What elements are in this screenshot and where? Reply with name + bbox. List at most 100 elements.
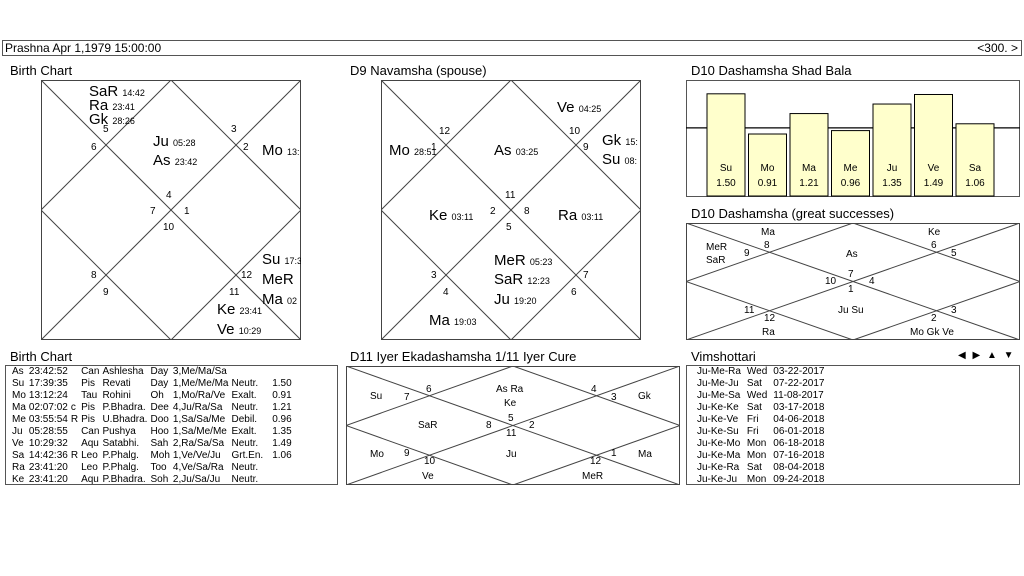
- dasha-cell: Ju-Ke-Ma: [697, 450, 741, 461]
- position-cell: Mo: [12, 390, 26, 401]
- position-cell: 1,Ve/Ve/Ju: [172, 450, 221, 461]
- birth-chart-diagram[interactable]: 5 3 6 2 4 7 1 10 8 12 9 11 SaR 14:42 Ra …: [41, 80, 301, 340]
- position-cell: Dee: [150, 402, 169, 413]
- d10-sign-h12: 8: [764, 240, 770, 251]
- birth-planet-ra: Ra: [89, 97, 109, 114]
- svg-text:Ma 19:03: Ma 19:03: [429, 312, 477, 329]
- dashamsha-diagram[interactable]: 8 6 9 5 7 10 4 1 11 3 12 2 Ma Ke MeR SaR…: [686, 223, 1020, 340]
- position-cell: Ke: [12, 474, 25, 485]
- dasha-cell: 04-06-2018: [773, 414, 825, 425]
- d11-sign-h5: 1: [611, 448, 617, 459]
- position-cell: Pis: [81, 378, 95, 389]
- ekadashamsha-title: D11 Iyer Ekadashamsha 1/11 Iyer Cure: [350, 349, 577, 364]
- position-cell: P.Bhadra.: [102, 402, 146, 413]
- d11-sign-h1: 5: [508, 413, 514, 424]
- d9-sign-h7: 5: [506, 222, 512, 233]
- position-cell: Neutr.: [231, 474, 259, 485]
- shadbala-bar-mo: [748, 133, 787, 197]
- svg-text:Ma 02: Ma 02: [262, 291, 297, 308]
- svg-text:Mo 13:: Mo 13:: [262, 142, 300, 159]
- svg-text:MeR 05:23: MeR 05:23: [494, 252, 552, 269]
- d9-sign-h3: 9: [583, 142, 589, 153]
- d11-house-mer: MeR: [582, 471, 603, 482]
- d11-sign-h11: 7: [404, 392, 410, 403]
- dasha-nav-arrows[interactable]: ◀ ▶ ▲ ▼: [958, 350, 1016, 361]
- d11-sign-h4: 2: [529, 420, 535, 431]
- title-bar: Prashna Apr 1,1979 15:00:00 <300. >: [2, 40, 1022, 56]
- shadbala-title: D10 Dashamsha Shad Bala: [691, 63, 852, 78]
- position-cell: 03:55:54: [28, 414, 68, 425]
- d9-sign-h6: 6: [571, 287, 577, 298]
- position-cell: Exalt.: [231, 426, 257, 437]
- svg-text:Gk 15:: Gk 15:: [602, 132, 638, 149]
- position-cell: Leo: [81, 462, 98, 473]
- shadbala-bar-value: 1.50: [716, 178, 736, 189]
- dasha-cell: Wed: [746, 366, 768, 377]
- position-cell: Moh: [150, 450, 170, 461]
- d9-planet-ke: Ke: [429, 207, 447, 224]
- d11-sign-h12: 6: [426, 384, 432, 395]
- d11-house-ke: Ke: [504, 398, 517, 409]
- chart-number-nav[interactable]: <300. >: [977, 41, 1018, 55]
- position-cell: [71, 378, 81, 390]
- shadbala-bar-label: Su: [720, 163, 732, 174]
- d9-sign-h1: 11: [505, 190, 516, 201]
- positions-title: Birth Chart: [10, 349, 73, 364]
- position-cell: 1,Mo/Ra/Ve: [172, 390, 226, 401]
- dasha-cell: Mon: [746, 438, 767, 449]
- shadbala-bar-me: [831, 130, 870, 197]
- d11-sign-h9: 9: [404, 448, 410, 459]
- ekadashamsha-diagram[interactable]: 6 4 7 3 5 8 2 11 9 1 10 12 As Ra Ke Su G…: [346, 366, 680, 485]
- navamsha-diagram[interactable]: 12 10 1 9 11 2 8 5 3 7 4 6 Ve 04:25 Mo 2…: [381, 80, 641, 340]
- d9-planet-ve: Ve: [557, 99, 575, 116]
- birth-planet-gk: Gk: [89, 111, 109, 128]
- d11-house-su: Su: [370, 391, 382, 402]
- position-cell: 1.35: [272, 426, 292, 437]
- d10-house-mogkve: Mo Gk Ve: [910, 327, 954, 338]
- position-cell: Soh: [150, 474, 169, 485]
- dasha-cell: Mon: [746, 474, 767, 485]
- d11-house-ve: Ve: [422, 471, 434, 482]
- position-cell: [266, 366, 294, 378]
- d9-planet-su: Su: [602, 151, 620, 168]
- d9-planet-ju: Ju: [494, 291, 510, 308]
- shadbala-bar-su: [706, 93, 746, 197]
- shadbala-bar-ju: [872, 103, 912, 197]
- position-cell: Ju: [12, 426, 23, 437]
- shadbala-bar-ma: [789, 113, 829, 197]
- position-cell: Pushya: [102, 426, 136, 437]
- svg-text:Ve 04:25: Ve 04:25: [557, 99, 601, 116]
- d11-house-mo: Mo: [370, 449, 384, 460]
- birth-sign-h10: 7: [150, 206, 156, 217]
- d9-planet-mo: Mo: [389, 142, 410, 159]
- dasha-cell: Ju-Ke-Ve: [697, 414, 739, 425]
- position-cell: Sah: [150, 438, 169, 449]
- d9-sign-h8: 4: [443, 287, 449, 298]
- d9-sign-h12: 12: [439, 126, 451, 137]
- svg-text:Su 17:3: Su 17:3: [262, 251, 301, 268]
- dasha-cell: Sat: [746, 378, 762, 389]
- position-cell: U.Bhadra.: [102, 414, 148, 425]
- d10-house-jusu: Ju Su: [838, 305, 864, 316]
- position-cell: Can: [81, 366, 100, 377]
- d11-house-gk: Gk: [638, 391, 652, 402]
- chart-title: Prashna Apr 1,1979 15:00:00: [5, 41, 162, 55]
- position-cell: 2,Ra/Sa/Sa: [172, 438, 225, 449]
- shadbala-bar-label: Ve: [928, 163, 940, 174]
- position-cell: 1.21: [272, 402, 292, 413]
- birth-sign-h2: 3: [231, 124, 237, 135]
